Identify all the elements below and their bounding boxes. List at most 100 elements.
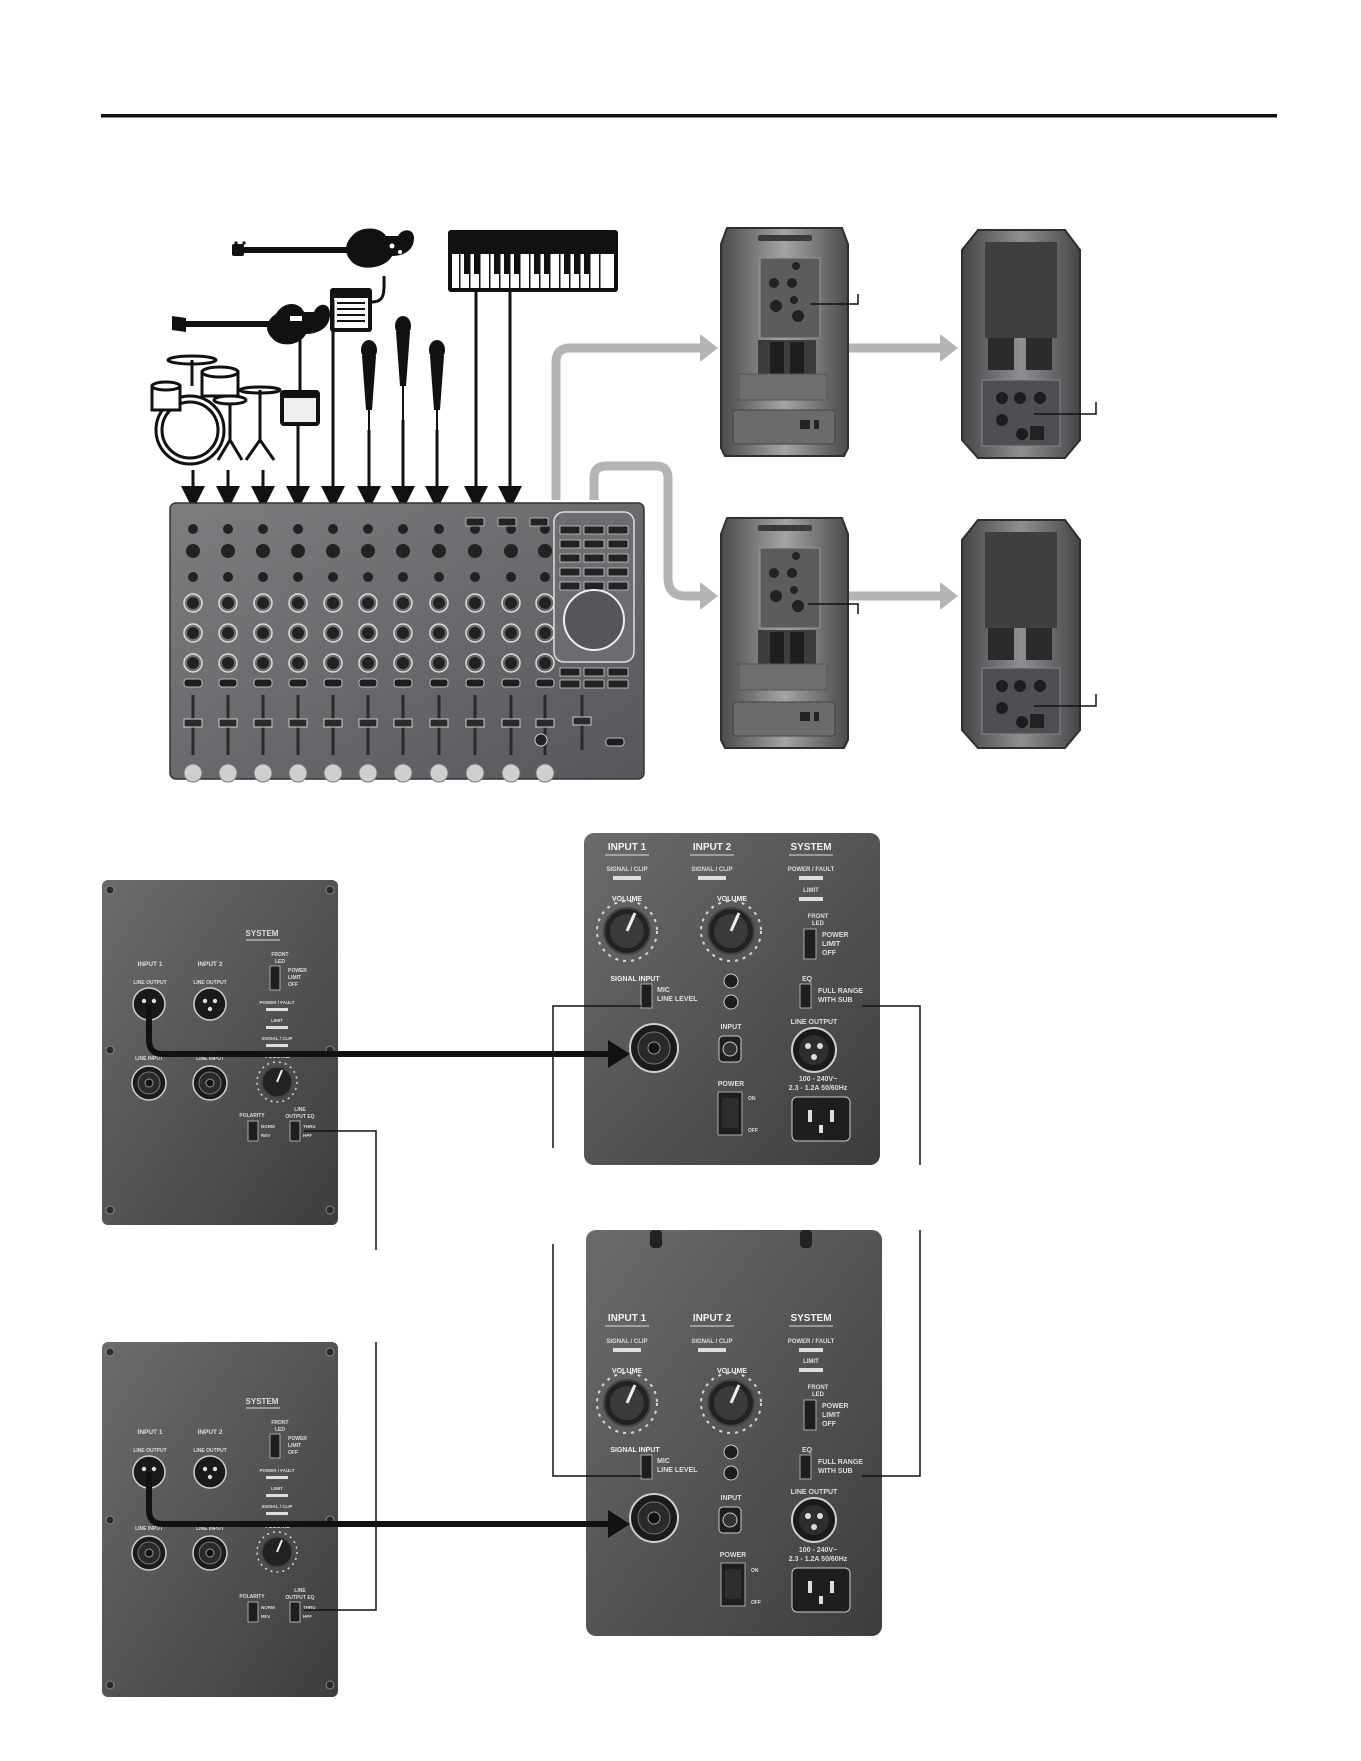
switch-limit-label: LIMIT <box>822 1412 841 1419</box>
signal-input-switch[interactable] <box>640 983 653 1009</box>
sub-hpf-label: HPF <box>303 1614 312 1619</box>
line-output-cables <box>146 1004 612 1527</box>
sub-line-output-label: LINE OUTPUT <box>133 1448 166 1454</box>
front-led-label: FRONT <box>808 1385 829 1391</box>
sub-line-input-jack[interactable] <box>192 1065 228 1101</box>
sub-line-output-eq-label: OUTPUT EQ <box>285 1595 314 1601</box>
signal-clip-label: SIGNAL / CLIP <box>606 867 647 873</box>
front-led-switch[interactable] <box>803 1399 817 1431</box>
mic-label: MIC <box>657 987 670 994</box>
front-led-switch[interactable] <box>803 928 817 960</box>
input-jack[interactable] <box>722 1041 738 1057</box>
microphone-icon <box>395 316 411 420</box>
sub-front-led-label: LED <box>275 959 285 965</box>
signal-input-label: SIGNAL INPUT <box>610 1447 660 1454</box>
link-jack[interactable] <box>723 973 739 989</box>
guitar-amp-icon <box>280 336 320 426</box>
sub-line-output-eq-label: LINE <box>294 1107 306 1113</box>
power-rating: 2.3 - 1.2A 50/60Hz <box>789 1085 848 1092</box>
front-led-label: FRONT <box>808 914 829 920</box>
sub-thru-label: THRU <box>303 1605 316 1610</box>
full-range-label: FULL RANGE <box>818 988 863 995</box>
sub-line-output-eq-label: OUTPUT EQ <box>285 1114 314 1120</box>
eq-switch[interactable] <box>799 1454 812 1480</box>
line-output-jack[interactable] <box>791 1497 837 1543</box>
subwoofer-top <box>961 229 1097 459</box>
sub-input1-label: INPUT 1 <box>138 961 163 968</box>
input-label: INPUT <box>721 1024 743 1031</box>
signal-input-switch[interactable] <box>640 1454 653 1480</box>
input1-combo-jack[interactable] <box>629 1493 679 1543</box>
input1-combo-jack[interactable] <box>629 1023 679 1073</box>
input-label: INPUT <box>721 1495 743 1502</box>
sub-line-input-jack[interactable] <box>192 1535 228 1571</box>
sub-line-input-label: LINE INPUT <box>196 1526 224 1532</box>
sub-rev-label: REV <box>261 1614 270 1619</box>
sub-signal-clip-label: SIGNAL / CLIP <box>262 1036 293 1041</box>
sub-input2-label: INPUT 2 <box>198 961 223 968</box>
input1-label: INPUT 1 <box>608 1313 647 1324</box>
speaker-panel-top: INPUT 1 INPUT 2 SYSTEM SIGNAL / CLIP SIG… <box>552 833 921 1165</box>
power-label: POWER <box>718 1081 744 1088</box>
link-jack[interactable] <box>723 1465 739 1481</box>
system-label: SYSTEM <box>790 842 831 853</box>
drum-kit-icon <box>150 354 282 466</box>
sub-rev-label: REV <box>261 1133 270 1138</box>
sub-line-output-jack[interactable] <box>193 1455 227 1489</box>
sub-line-input-jack[interactable] <box>131 1535 167 1571</box>
sub-switch-off: OFF <box>288 1450 298 1456</box>
electric-guitar-icon <box>232 228 414 268</box>
eq-switch[interactable] <box>799 983 812 1009</box>
line-output-label: LINE OUTPUT <box>791 1019 838 1026</box>
sub-norm-label: NORM <box>261 1605 275 1610</box>
instrument-group <box>150 228 618 466</box>
sub-input1-label: INPUT 1 <box>138 1429 163 1436</box>
switch-off-label: OFF <box>822 950 837 957</box>
sub-polarity-label: POLARITY <box>239 1594 265 1600</box>
line-output-label: LINE OUTPUT <box>791 1489 838 1496</box>
input1-label: INPUT 1 <box>608 842 647 853</box>
full-range-label: FULL RANGE <box>818 1459 863 1466</box>
sub-power-fault-label: POWER / FAULT <box>260 1000 295 1005</box>
mixer-output-routes <box>551 343 940 601</box>
eq-label: EQ <box>802 976 813 983</box>
line-output-jack[interactable] <box>791 1027 837 1073</box>
ac-inlet[interactable] <box>791 1096 851 1142</box>
sub-thru-label: THRU <box>303 1124 316 1129</box>
sub-polarity-label: POLARITY <box>239 1113 265 1119</box>
speaker-panel-bottom: INPUT 1 INPUT 2 SYSTEM SIGNAL / CLIP SIG… <box>552 1230 921 1636</box>
keyboard-icon <box>448 230 618 292</box>
switch-power-label: POWER <box>822 1403 848 1410</box>
power-rating: 2.3 - 1.2A 50/60Hz <box>789 1556 848 1563</box>
guitar-amp-icon <box>330 275 386 332</box>
sub-line-input-label: LINE INPUT <box>135 1526 163 1532</box>
sub-line-output-jack[interactable] <box>193 987 227 1021</box>
sub-power-fault-label: POWER / FAULT <box>260 1468 295 1473</box>
sub-switch-limit: LIMIT <box>288 1443 301 1449</box>
signal-clip-label: SIGNAL / CLIP <box>691 1339 732 1345</box>
volume-label: VOLUME <box>717 896 747 903</box>
sub-system-label: SYSTEM <box>246 929 279 938</box>
subwoofer-bottom <box>961 519 1097 749</box>
input-jack[interactable] <box>722 1512 738 1528</box>
sub-switch-off: OFF <box>288 982 298 988</box>
loudspeaker-bottom <box>720 517 859 749</box>
power-rating: 100 - 240V~ <box>799 1076 837 1083</box>
power-fault-label: POWER / FAULT <box>788 1339 835 1345</box>
route-arrowheads <box>700 334 958 610</box>
power-label: POWER <box>720 1552 746 1559</box>
link-jack[interactable] <box>723 994 739 1010</box>
sub-front-led-label: FRONT <box>271 952 288 958</box>
loudspeaker-top <box>720 227 859 457</box>
sub-system-label: SYSTEM <box>246 1397 279 1406</box>
input-arrows <box>181 292 522 510</box>
sub-line-output-label: LINE OUTPUT <box>193 980 226 986</box>
link-jack[interactable] <box>723 1444 739 1460</box>
ac-inlet[interactable] <box>791 1567 851 1613</box>
sub-line-input-label: LINE INPUT <box>135 1056 163 1062</box>
sub-panel-top: SYSTEM INPUT 1 INPUT 2 LINE OUTPUT LINE … <box>102 880 377 1250</box>
sub-line-input-jack[interactable] <box>131 1065 167 1101</box>
sub-signal-clip-label: SIGNAL / CLIP <box>262 1504 293 1509</box>
sub-limit-label: LIMIT <box>271 1486 283 1491</box>
with-sub-label: WITH SUB <box>818 997 853 1004</box>
